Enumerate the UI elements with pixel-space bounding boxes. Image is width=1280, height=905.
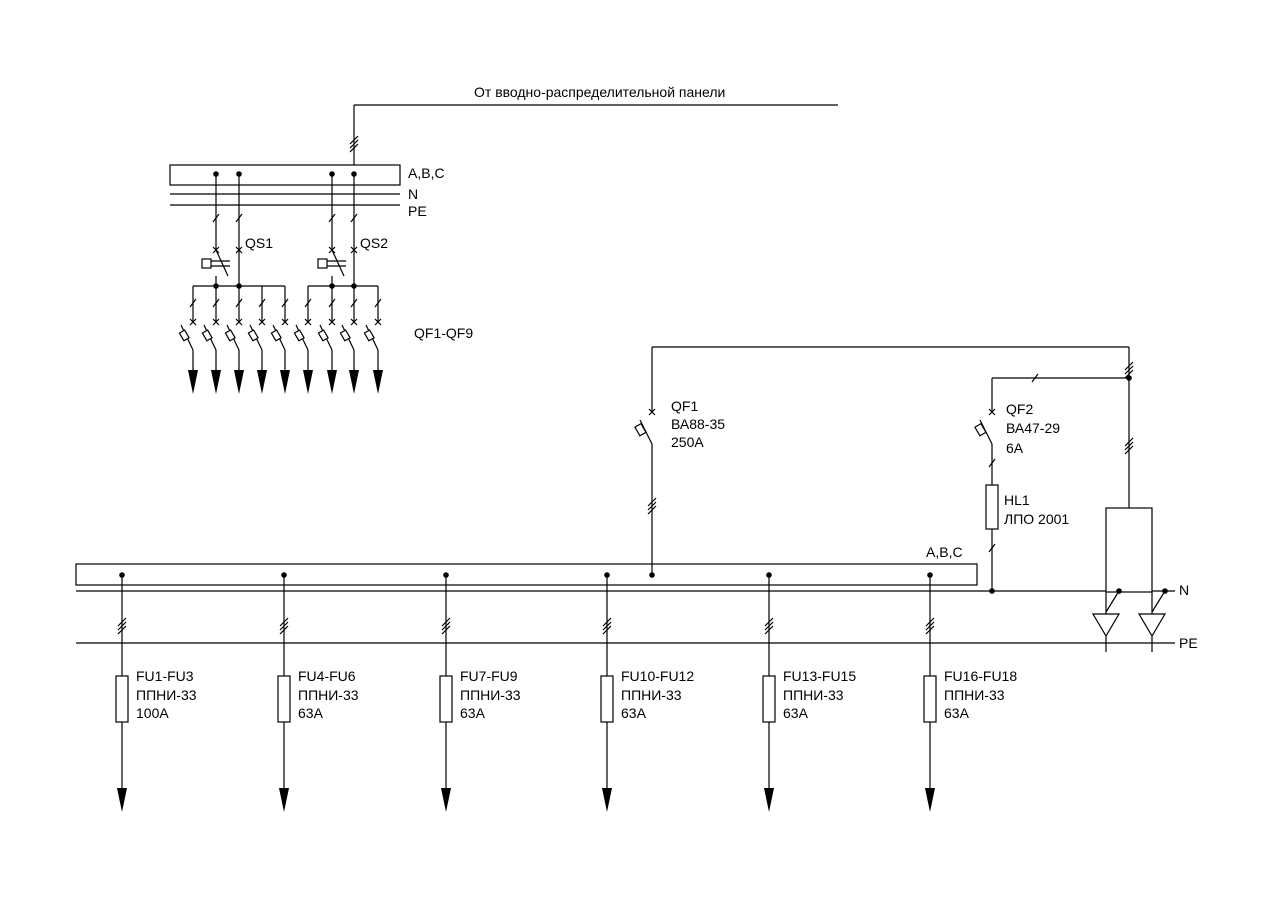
lower-neutral-bus-label: N [1179,582,1189,598]
aux-breaker-qf2: QF2 ВА47-29 6А [974,378,1060,485]
fuse-icon [923,675,937,723]
qf2-rating: 6А [1006,440,1024,456]
feeder-rating: 63А [621,705,647,721]
outgoing-arrow-icon [925,788,935,812]
qf1-model: ВА88-35 [671,416,725,432]
lower-phase-bus [75,563,978,586]
feeder-id: FU1-FU3 [136,668,194,684]
upper-breaker-group [178,286,383,394]
feeder-model: ППНИ-33 [944,687,1005,703]
outgoing-arrow-icon [188,370,198,394]
feeder-id: FU4-FU6 [298,668,356,684]
hl1-model: ЛПО 2001 [1004,511,1069,527]
upper-breaker-branch [224,286,243,372]
outgoing-arrow-icon [234,370,244,394]
qf2-id: QF2 [1006,401,1033,417]
outgoing-arrow-icon [117,788,127,812]
qs2-switch: QS2 [317,171,388,286]
lower-panel: A,B,C N PE QF1 ВА88-35 250А [75,346,1198,812]
fuse-icon [277,675,291,723]
upper-breaker-branch [270,286,289,372]
lower-phase-bus-label: A,B,C [926,544,963,560]
supply-label: От вводно-распределительной панели [474,84,725,100]
feeder-rating: 100А [136,705,169,721]
upper-breaker-branch [339,286,358,372]
feeder-rating: 63А [298,705,324,721]
outgoing-arrow-icon [327,370,337,394]
outgoing-arrow-icon [441,788,451,812]
qs1-label: QS1 [245,235,273,251]
outgoing-arrow-icon [211,370,221,394]
upper-breaker-branch [293,286,312,372]
qf1-id: QF1 [671,398,698,414]
upper-breaker-branch [317,286,336,372]
outgoing-arrow-icon [280,370,290,394]
upper-phase-bus [169,164,401,186]
qs2-label: QS2 [360,235,388,251]
upper-pe-bus-label: PE [408,203,427,219]
qf2-model: ВА47-29 [1006,420,1060,436]
qf1-rating: 250А [671,434,704,450]
fuse-icon [439,675,453,723]
upper-neutral-bus-label: N [408,186,418,202]
feeder-rating: 63А [944,705,970,721]
upper-panel: A,B,C N PE QS1 [169,164,473,394]
auxiliary-feed [992,347,1134,508]
feeder-id: FU7-FU9 [460,668,518,684]
upper-breaker-branch [178,286,197,372]
feeder-rating: 63А [460,705,486,721]
upper-breaker-branch [247,286,266,372]
breaker-group-label: QF1-QF9 [414,325,473,341]
outgoing-arrow-icon [349,370,359,394]
surge-arresters [1091,507,1168,652]
qs1-switch: QS1 [201,171,273,286]
outgoing-arrow-icon [303,370,313,394]
outgoing-arrow-icon [279,788,289,812]
main-breaker-qf1: QF1 ВА88-35 250А [634,346,1129,578]
upper-breaker-branch [363,286,382,372]
outgoing-arrow-icon [373,370,383,394]
outgoing-arrow-icon [257,370,267,394]
feeder-model: ППНИ-33 [298,687,359,703]
lamp-hl1: HL1 ЛПО 2001 [985,484,1069,594]
feeder-model: ППНИ-33 [621,687,682,703]
outgoing-arrow-icon [602,788,612,812]
feeder-model: ППНИ-33 [783,687,844,703]
upper-breaker-branch [201,286,220,372]
feeder-model: ППНИ-33 [460,687,521,703]
feeder-id: FU13-FU15 [783,668,856,684]
lower-pe-bus-label: PE [1179,635,1198,651]
fuse-icon [115,675,129,723]
feeder-id: FU10-FU12 [621,668,694,684]
feeder-model: ППНИ-33 [136,687,197,703]
incoming-supply: От вводно-распределительной панели [349,84,838,165]
fuse-icon [600,675,614,723]
feeder-rating: 63А [783,705,809,721]
upper-phase-bus-label: A,B,C [408,165,445,181]
outgoing-arrow-icon [764,788,774,812]
hl1-id: HL1 [1004,492,1030,508]
fuse-icon [762,675,776,723]
feeder-group: FU1-FU3ППНИ-33100АFU4-FU6ППНИ-3363АFU7-F… [115,572,1017,812]
feeder-id: FU16-FU18 [944,668,1017,684]
